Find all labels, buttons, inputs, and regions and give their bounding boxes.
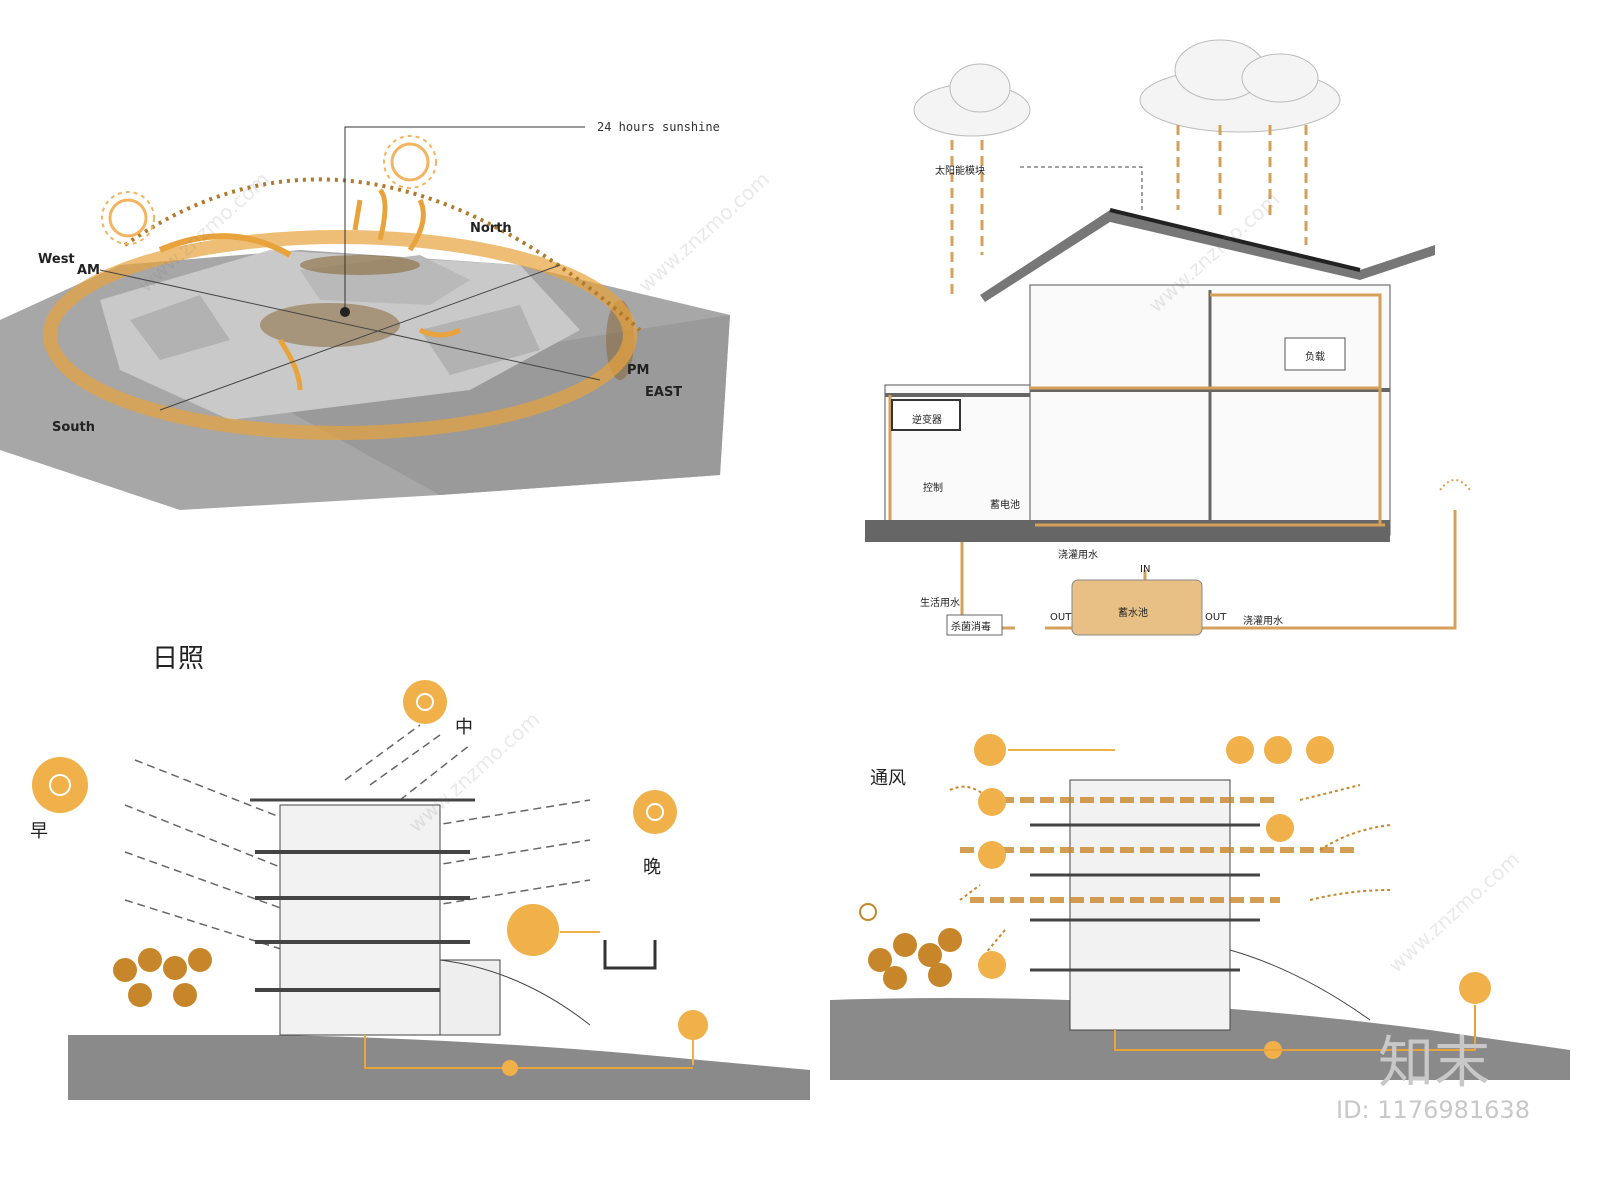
tree-group bbox=[113, 948, 212, 1007]
label-load: 负载 bbox=[1305, 352, 1325, 363]
direction-south: South bbox=[52, 420, 96, 435]
sun-icon-evening bbox=[633, 790, 677, 834]
sunlight-section-diagram: 日照 早 中 晚 bbox=[0, 630, 820, 1100]
airflow-arrow bbox=[158, 233, 292, 258]
ventilation-title: 通风 bbox=[870, 768, 906, 789]
sun-icon-morning bbox=[32, 757, 88, 813]
fan-icon bbox=[1266, 814, 1294, 842]
direction-north: North bbox=[470, 221, 512, 236]
house-section-graphic bbox=[865, 39, 1471, 636]
direction-east: EAST bbox=[645, 385, 683, 400]
annotation-24h-sunshine: 24 hours sunshine bbox=[597, 120, 720, 134]
house-section-diagram: 太阳能模块 逆变器 控制 蓄电池 负载 生活用水 浇灌用水 IN OUT 蓄水池… bbox=[860, 30, 1600, 650]
rain-cloud-icon bbox=[507, 904, 600, 956]
building-section bbox=[250, 798, 591, 1036]
reservoir-tank bbox=[1071, 579, 1203, 636]
site-sunshine-diagram: 24 hours sunshine West AM North PM EAST … bbox=[0, 90, 740, 530]
label-sterilize: 杀菌消毒 bbox=[951, 622, 991, 633]
sun-icon-ventilation bbox=[974, 734, 1006, 766]
direction-pm: PM bbox=[627, 363, 650, 378]
label-inverter: 逆变器 bbox=[912, 415, 942, 426]
label-evening: 晚 bbox=[643, 857, 661, 878]
water-icon-ventilation bbox=[1459, 972, 1491, 1004]
label-noon: 中 bbox=[455, 717, 473, 738]
label-battery: 蓄电池 bbox=[990, 500, 1020, 511]
label-domestic-water: 生活用水 bbox=[920, 598, 960, 609]
site-plan-graphic bbox=[0, 126, 730, 510]
sun-icon-noon bbox=[403, 680, 447, 724]
direction-am: AM bbox=[77, 263, 100, 278]
building-section-ventilation bbox=[1030, 779, 1371, 1031]
ventilation-section-graphic bbox=[830, 734, 1570, 1080]
label-morning: 早 bbox=[30, 821, 48, 842]
watermark-id: ID: 1176981638 bbox=[1336, 1096, 1530, 1124]
appliance-icon-1 bbox=[1226, 736, 1254, 764]
sun-icon-top bbox=[383, 135, 437, 189]
appliance-icon-3 bbox=[1306, 736, 1334, 764]
tree-group-ventilation bbox=[868, 928, 962, 990]
label-solar-module: 太阳能模块 bbox=[935, 166, 985, 177]
label-out-left: OUT bbox=[1050, 612, 1072, 623]
cloud-icon-left bbox=[913, 63, 1031, 137]
label-irrigation-water-2: 浇灌用水 bbox=[1243, 616, 1283, 627]
label-controller: 控制 bbox=[923, 483, 943, 494]
rain-cloud-icon-ventilation bbox=[978, 788, 1006, 816]
appliance-icon-4 bbox=[978, 841, 1006, 869]
ground-slab bbox=[865, 520, 1390, 542]
sun-orbit-ring bbox=[43, 230, 637, 440]
ground-profile-ventilation bbox=[830, 998, 1570, 1080]
appliance-icon-5 bbox=[978, 951, 1006, 979]
label-in: IN bbox=[1140, 564, 1151, 575]
sunlight-title: 日照 bbox=[152, 644, 205, 674]
label-out-right: OUT bbox=[1205, 612, 1227, 623]
label-reservoir: 蓄水池 bbox=[1118, 608, 1148, 619]
cloud-icon-right bbox=[1139, 39, 1341, 133]
appliance-icon-2 bbox=[1264, 736, 1292, 764]
sunlight-section-graphic bbox=[32, 680, 810, 1100]
annotation-leader-line bbox=[344, 126, 585, 312]
direction-west: West bbox=[38, 252, 75, 267]
sun-icon-west bbox=[101, 191, 155, 245]
recycle-icon bbox=[859, 903, 877, 921]
ventilation-section-diagram: 通风 bbox=[830, 720, 1600, 1110]
label-irrigation-water-1: 浇灌用水 bbox=[1058, 550, 1098, 561]
water-icon bbox=[678, 1010, 708, 1065]
water-pool bbox=[603, 940, 657, 970]
watermark-brand: 知末 bbox=[1378, 1031, 1490, 1096]
